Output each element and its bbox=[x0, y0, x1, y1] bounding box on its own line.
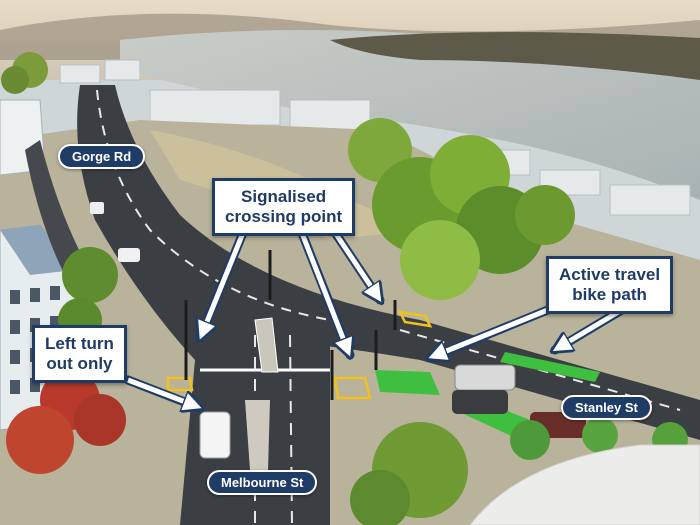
callout-left-turn: Left turn out only bbox=[32, 325, 127, 383]
trees bbox=[1, 52, 688, 525]
curved-wall bbox=[469, 444, 700, 525]
callout-line: bike path bbox=[572, 285, 647, 304]
street-label-gorge-rd: Gorge Rd bbox=[58, 144, 146, 169]
callout-line: crossing point bbox=[225, 207, 343, 226]
callout-line: out only bbox=[46, 354, 113, 373]
traffic-signals bbox=[184, 250, 397, 400]
hatched-markings bbox=[166, 310, 433, 400]
callout-arrows bbox=[127, 223, 632, 406]
street-label-melbourne-st: Melbourne St bbox=[207, 470, 318, 495]
far-shore bbox=[330, 31, 700, 80]
callout-line: Left turn bbox=[45, 334, 114, 353]
callout-signalised-crossing: Signalised crossing point bbox=[212, 178, 356, 236]
callout-line: Active travel bbox=[559, 265, 661, 284]
river bbox=[120, 30, 700, 200]
callout-bike-path: Active travel bike path bbox=[546, 256, 674, 314]
street-label-stanley-st: Stanley St bbox=[561, 395, 652, 420]
callout-line: Signalised bbox=[241, 187, 327, 206]
